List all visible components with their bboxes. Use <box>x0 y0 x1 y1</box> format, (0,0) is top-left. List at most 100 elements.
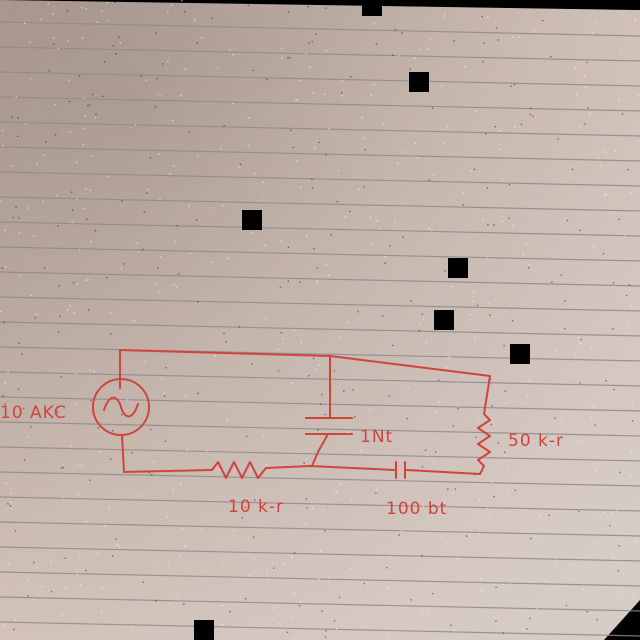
speckle <box>384 262 386 264</box>
speckle <box>322 509 324 511</box>
speckle <box>429 38 432 40</box>
speckle <box>108 507 110 510</box>
speckle <box>433 460 436 463</box>
speckle <box>571 168 574 171</box>
speckle <box>77 463 79 465</box>
speckle <box>173 165 175 167</box>
speckle <box>596 618 598 621</box>
speckle <box>376 220 378 222</box>
speckle <box>61 614 63 616</box>
speckle <box>17 388 20 390</box>
speckle <box>493 495 495 498</box>
speckle <box>24 123 27 125</box>
speckle <box>2 145 4 147</box>
speckle <box>341 94 344 97</box>
speckle <box>126 399 128 401</box>
speckle <box>514 126 516 129</box>
speckle <box>397 162 399 164</box>
speckle <box>527 444 529 446</box>
speckle <box>560 420 563 423</box>
speckle <box>63 497 65 499</box>
speckle <box>579 229 581 232</box>
speckle <box>148 472 150 474</box>
speckle <box>180 482 182 485</box>
speckle <box>336 200 339 203</box>
speckle <box>247 4 250 6</box>
speckle <box>174 607 176 609</box>
speckle <box>73 312 75 314</box>
speckle <box>312 357 315 360</box>
speckle <box>1 129 4 132</box>
speckle <box>97 552 100 554</box>
speckle <box>619 471 621 474</box>
speckle <box>68 79 70 81</box>
speckle <box>427 48 429 50</box>
speckle <box>370 94 372 96</box>
speckle <box>136 242 139 244</box>
speckle <box>114 1 116 3</box>
speckle <box>65 587 67 590</box>
speckle <box>33 562 35 564</box>
speckle <box>94 229 97 232</box>
speckle <box>162 63 164 65</box>
speckle <box>252 69 254 72</box>
speckle <box>4 403 6 405</box>
speckle <box>609 524 611 527</box>
speckle <box>585 86 587 88</box>
resistor-right <box>477 375 491 475</box>
speckle <box>506 465 508 468</box>
speckle <box>120 413 123 416</box>
speckle <box>85 569 87 572</box>
speckle <box>15 206 17 208</box>
speckle <box>205 450 208 452</box>
speckle <box>18 232 21 234</box>
speckle <box>427 613 430 615</box>
speckle <box>111 430 114 432</box>
speckle <box>325 7 327 9</box>
speckle <box>56 194 58 197</box>
speckle <box>509 583 512 585</box>
speckle <box>389 556 391 558</box>
speckle <box>487 223 489 226</box>
ruled-line <box>0 21 640 37</box>
speckle <box>166 516 168 518</box>
speckle <box>529 113 532 116</box>
speckle <box>2 624 4 626</box>
speckle <box>308 42 310 44</box>
speckle <box>23 407 25 410</box>
speckle <box>324 530 326 532</box>
speckle <box>79 554 81 556</box>
speckle <box>447 488 449 490</box>
speckle <box>532 115 534 118</box>
speckle <box>522 629 525 632</box>
speckle <box>248 117 250 119</box>
speckle <box>200 528 203 531</box>
speckle <box>253 557 255 560</box>
speckle <box>85 8 87 10</box>
ruled-line <box>0 121 640 137</box>
speckle <box>394 29 397 31</box>
speckle <box>197 301 199 303</box>
speckle <box>159 95 161 97</box>
speckle <box>94 117 96 119</box>
speckle <box>216 66 219 69</box>
speckle <box>327 577 329 579</box>
speckle <box>9 505 12 507</box>
speckle <box>611 511 613 514</box>
speckle <box>76 198 78 200</box>
speckle <box>167 561 169 563</box>
speckle <box>85 521 87 523</box>
speckle <box>170 4 173 6</box>
speckle <box>529 107 532 109</box>
speckle <box>341 92 343 94</box>
speckle <box>103 525 106 527</box>
speckle <box>268 578 270 580</box>
speckle <box>423 318 425 321</box>
speckle <box>149 157 152 159</box>
speckle <box>469 313 472 316</box>
speckle <box>1 267 3 269</box>
speckle <box>5 482 7 484</box>
speckle <box>318 141 320 144</box>
speckle <box>502 632 504 634</box>
speckle <box>511 320 514 322</box>
